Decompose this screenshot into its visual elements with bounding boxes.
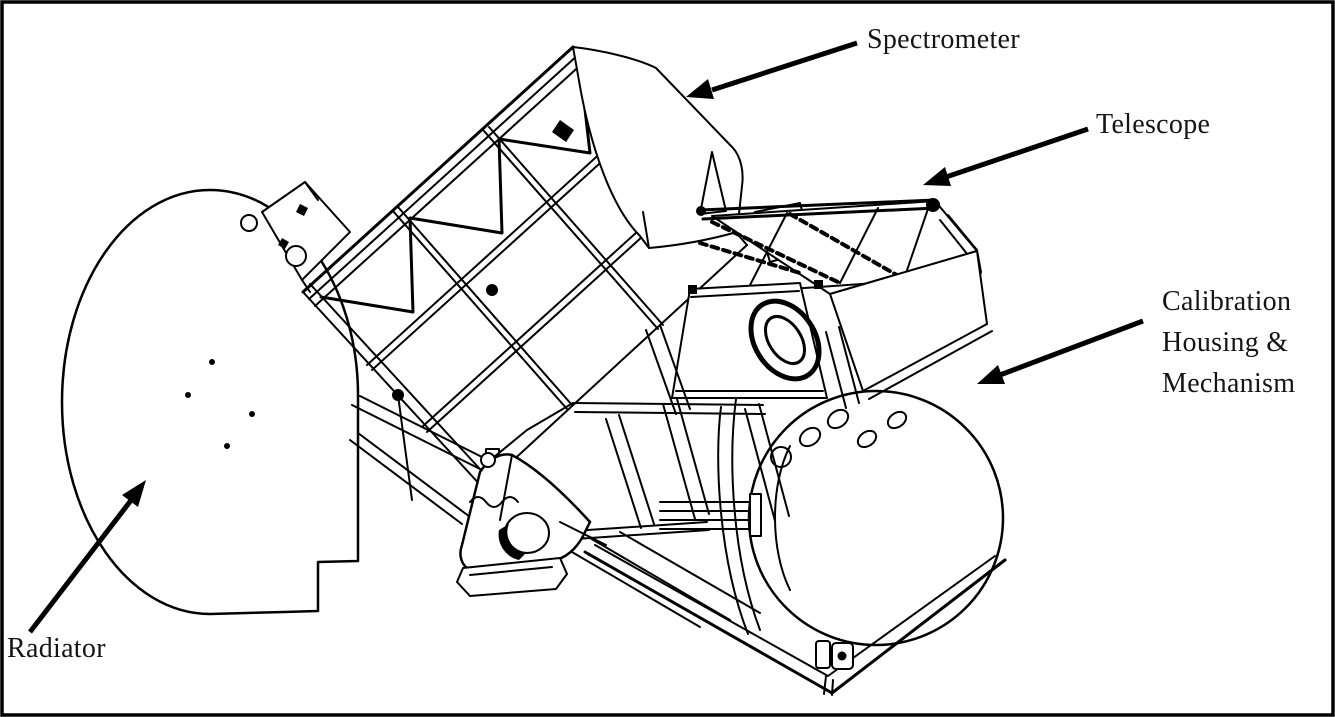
radiator-mount-bracket <box>240 181 351 293</box>
label-calibration-line3: Mechanism <box>1162 368 1296 399</box>
calibration-arrow <box>977 318 1144 384</box>
spectrometer-arrow <box>686 40 858 99</box>
label-calibration-line1: Calibration <box>1162 286 1292 317</box>
label-calibration-line2: Housing & <box>1162 327 1289 358</box>
telescope-arrow <box>923 126 1089 186</box>
callout-arrows <box>28 40 1144 634</box>
calibration-housing <box>717 389 1005 647</box>
base-structure <box>542 398 1007 696</box>
label-spectrometer: Spectrometer <box>867 24 1020 55</box>
radiator-arrow <box>28 480 146 634</box>
label-radiator: Radiator <box>7 633 106 664</box>
telescope-assembly <box>487 198 993 537</box>
label-calibration: Calibration Housing & Mechanism <box>1162 281 1295 404</box>
mounting-foot <box>456 452 607 597</box>
label-telescope: Telescope <box>1096 109 1211 140</box>
